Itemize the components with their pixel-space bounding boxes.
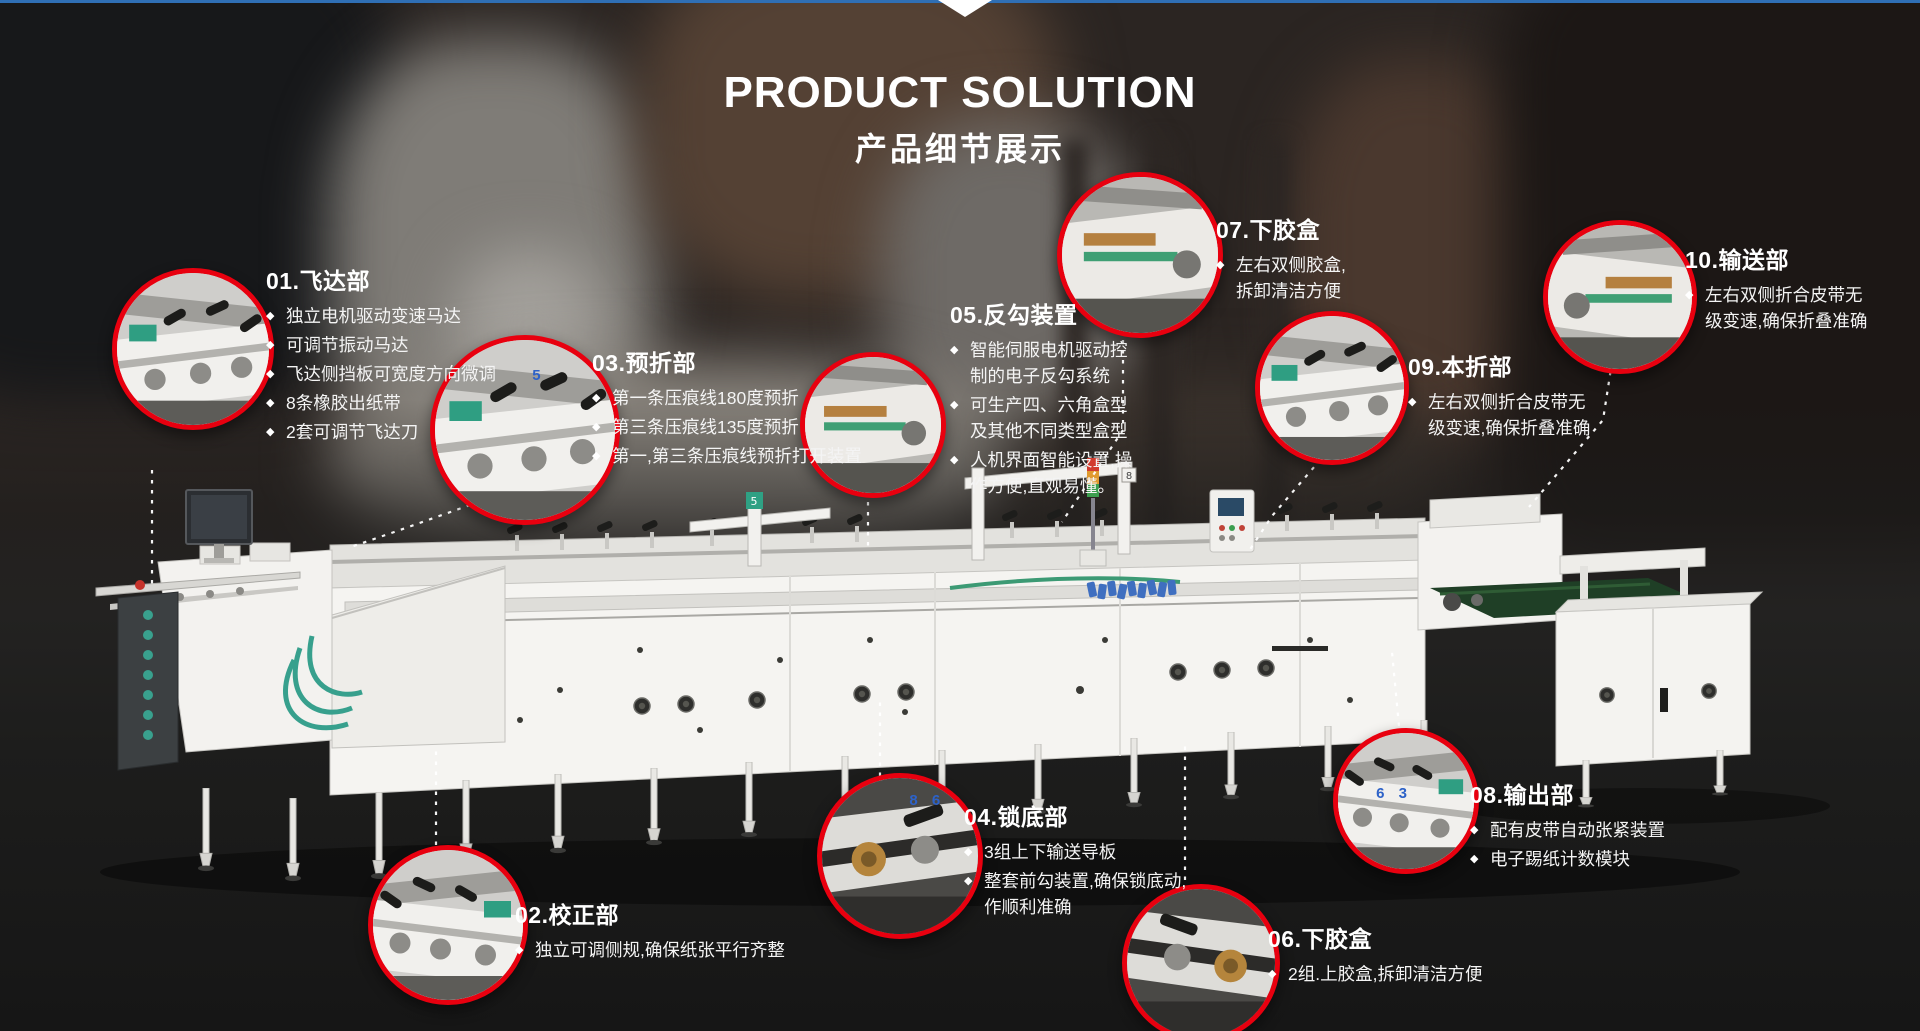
callout-bullet: 独立电机驱动变速马达	[266, 303, 586, 329]
callout-title-08: 08.输出部	[1470, 782, 1574, 808]
callout-title-10: 10.输送部	[1685, 247, 1789, 273]
callout-bullet: 人机界面智能设置,操作方便,直观易懂。	[950, 447, 1134, 499]
photo-digit: 5	[532, 367, 546, 384]
callout-bullet: 左右双侧折合皮带无级变速,确保折叠准确	[1685, 282, 1871, 334]
callout-bullets-02: 独立可调侧规,确保纸张平行齐整	[515, 937, 855, 963]
callout-bullet: 8条橡胶出纸带	[266, 390, 586, 416]
detail-photo-01	[112, 268, 274, 430]
callout-03: 03.预折部 第一条压痕线180度预折第三条压痕线135度预折第一,第三条压痕线…	[592, 344, 922, 472]
callout-bullets-08: 配有皮带自动张紧装置电子踢纸计数模块	[1470, 817, 1760, 872]
detail-photo-02	[368, 845, 528, 1005]
detail-photo-09	[1255, 311, 1409, 465]
callout-bullet: 左右双侧胶盒,拆卸清洁方便	[1216, 252, 1354, 304]
callout-bullet: 智能伺服电机驱动控制的电子反勾系统	[950, 337, 1134, 389]
callout-bullets-09: 左右双侧折合皮带无级变速,确保折叠准确	[1408, 389, 1594, 441]
callout-bullets-06: 2组.上胶盒,拆卸清洁方便	[1268, 961, 1608, 987]
callout-bullet: 配有皮带自动张紧装置	[1470, 817, 1760, 843]
callout-bullet: 3组上下输送导板	[964, 839, 1202, 865]
callout-bullets-04: 3组上下输送导板整套前勾装置,确保锁底动,作顺利准确	[964, 839, 1202, 920]
detail-photo-04: 8 6	[817, 773, 983, 939]
callout-bullets-10: 左右双侧折合皮带无级变速,确保折叠准确	[1685, 282, 1871, 334]
callout-bullet: 第一,第三条压痕线预折打开装置	[592, 443, 922, 469]
callout-08: 08.输出部 配有皮带自动张紧装置电子踢纸计数模块	[1470, 776, 1760, 875]
photo-digit: 8 6	[909, 792, 946, 810]
detail-photo-07	[1057, 172, 1223, 338]
callout-bullets-05: 智能伺服电机驱动控制的电子反勾系统可生产四、六角盒型及其他不同类型盒型人机界面智…	[950, 337, 1134, 499]
callout-bullet: 左右双侧折合皮带无级变速,确保折叠准确	[1408, 389, 1594, 441]
callout-10: 10.输送部 左右双侧折合皮带无级变速,确保折叠准确	[1685, 241, 1895, 337]
callout-02: 02.校正部 独立可调侧规,确保纸张平行齐整	[515, 896, 855, 966]
post-label-5: 5	[751, 495, 758, 508]
top-white-notch	[938, 0, 992, 17]
callout-bullet: 2套可调节飞达刀	[266, 419, 586, 445]
callout-06: 06.下胶盒 2组.上胶盒,拆卸清洁方便	[1268, 920, 1608, 990]
callout-09: 09.本折部 左右双侧折合皮带无级变速,确保折叠准确	[1408, 348, 1618, 444]
callout-bullet: 独立可调侧规,确保纸张平行齐整	[515, 937, 855, 963]
callout-bullet: 电子踢纸计数模块	[1470, 846, 1760, 872]
callout-bullet: 第一条压痕线180度预折	[592, 385, 922, 411]
callout-title-09: 09.本折部	[1408, 354, 1512, 380]
callout-bullet: 第三条压痕线135度预折	[592, 414, 922, 440]
detail-photo-08: 6 3	[1333, 728, 1479, 874]
detail-photo-10	[1543, 220, 1697, 374]
callout-05: 05.反勾装置 智能伺服电机驱动控制的电子反勾系统可生产四、六角盒型及其他不同类…	[950, 296, 1160, 502]
callout-title-01: 01.飞达部	[266, 268, 370, 294]
callout-bullets-01: 独立电机驱动变速马达可调节振动马达飞达侧挡板可宽度方向微调 8条橡胶出纸带 2套可调…	[266, 303, 586, 445]
callout-title-04: 04.锁底部	[964, 804, 1068, 830]
callout-bullets-03: 第一条压痕线180度预折第三条压痕线135度预折第一,第三条压痕线预折打开装置	[592, 385, 922, 469]
callout-title-07: 07.下胶盒	[1216, 217, 1320, 243]
callout-title-05: 05.反勾装置	[950, 302, 1078, 328]
callout-04: 04.锁底部 3组上下输送导板整套前勾装置,确保锁底动,作顺利准确	[964, 798, 1214, 923]
callout-bullet: 2组.上胶盒,拆卸清洁方便	[1268, 961, 1608, 987]
page-title: PRODUCT SOLUTION	[723, 68, 1197, 117]
callout-bullet: 整套前勾装置,确保锁底动,作顺利准确	[964, 868, 1202, 920]
callout-title-06: 06.下胶盒	[1268, 926, 1372, 952]
photo-digit: 6 3	[1376, 784, 1412, 802]
page-subtitle: 产品细节展示	[854, 131, 1065, 167]
callout-title-02: 02.校正部	[515, 902, 619, 928]
callout-01: 01.飞达部 独立电机驱动变速马达可调节振动马达飞达侧挡板可宽度方向微调 8条橡胶…	[266, 262, 586, 448]
callout-bullet: 可生产四、六角盒型及其他不同类型盒型	[950, 392, 1134, 444]
callout-title-03: 03.预折部	[592, 350, 696, 376]
callout-bullet: 可调节振动马达	[266, 332, 586, 358]
callout-bullets-07: 左右双侧胶盒,拆卸清洁方便	[1216, 252, 1354, 304]
callout-bullet: 飞达侧挡板可宽度方向微调	[266, 361, 586, 387]
callout-07: 07.下胶盒 左右双侧胶盒,拆卸清洁方便	[1216, 211, 1396, 307]
